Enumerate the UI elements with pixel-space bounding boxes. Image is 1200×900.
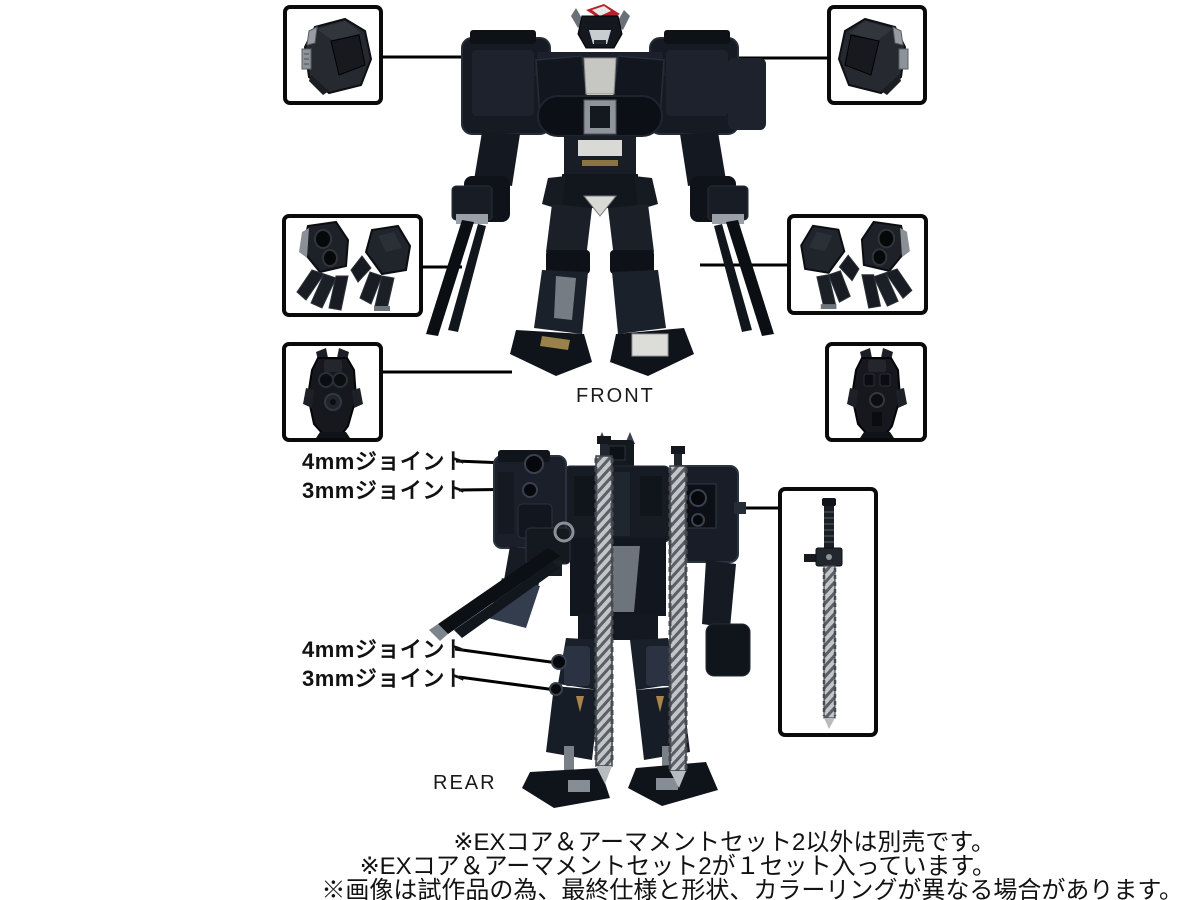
leg-armor-front-image <box>303 348 363 438</box>
leg-armor-rear-image <box>846 348 907 438</box>
pointer-line-lower-4mm <box>454 647 559 665</box>
joint-hole-4mm-lower <box>551 654 567 670</box>
joint-label-4mm-lower: 4mmジョイント <box>302 637 468 662</box>
claw-armor-parts-right-image <box>800 220 913 310</box>
pointer-line-lower-3mm <box>458 675 557 692</box>
callout-box-shoulder-armor-right <box>827 5 927 105</box>
joint-hole-3mm-lower <box>549 682 563 696</box>
serrated-sword-part-image <box>804 497 843 729</box>
callout-box-serrated-sword <box>778 487 878 737</box>
claw-part-a <box>296 220 350 311</box>
rear-serrated-blades <box>594 436 688 788</box>
rear-torso <box>570 538 666 640</box>
callout-box-leg-armor-front <box>282 342 383 442</box>
front-arm-guns <box>426 185 774 336</box>
joint-label-4mm-upper: 4mmジョイント <box>302 449 468 474</box>
callout-box-shoulder-armor-left <box>283 5 383 105</box>
shoulder-armor-right-image <box>837 17 909 95</box>
shoulder-armor-left-image <box>301 17 373 95</box>
rear-head-and-backpack <box>563 432 671 543</box>
rear-view-label: REAR <box>433 772 497 794</box>
robot-front-view-image <box>426 4 774 376</box>
disclaimer-line-2: ※EXコア＆アーマメントセット2が１セット入っています。 <box>359 853 996 880</box>
rear-right-shoulder-binder <box>669 465 746 563</box>
joint-hole-3mm-upper <box>522 482 538 498</box>
claw-part-b <box>350 224 412 311</box>
front-waist-and-legs <box>510 174 694 376</box>
rear-hand-gun <box>429 521 575 641</box>
disclaimer-line-3: ※画像は試作品の為、最終仕様と形状、カラーリングが異なる場合があります。 <box>321 877 1183 900</box>
joint-hole-4mm-upper <box>524 454 544 474</box>
robot-rear-view-image <box>429 432 751 808</box>
disclaimer-line-1: ※EXコア＆アーマメントセット2以外は別売です。 <box>453 829 995 856</box>
joint-label-3mm-lower: 3mmジョイント <box>302 666 468 691</box>
front-view-label: FRONT <box>576 385 655 407</box>
rear-legs <box>522 638 718 808</box>
front-head <box>571 4 630 49</box>
callout-box-claw-armor-right <box>787 214 928 315</box>
front-shoulder-pods <box>461 30 766 135</box>
callout-box-leg-armor-rear <box>825 342 927 442</box>
joint-label-3mm-upper: 3mmジョイント <box>302 478 468 503</box>
claw-armor-parts-left-image <box>296 220 412 311</box>
callout-box-claw-armor-left <box>282 214 423 317</box>
front-torso <box>534 52 666 176</box>
